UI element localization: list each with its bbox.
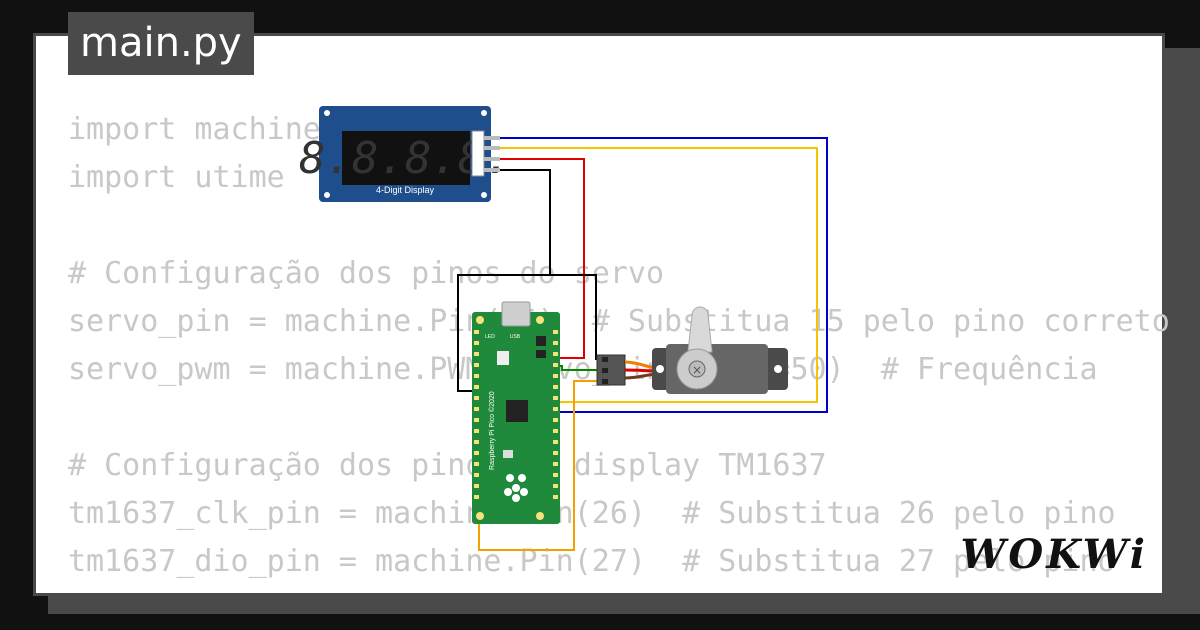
servo-connector [596,354,626,386]
servo-horn-screw [688,360,706,378]
pico-mount-hole [536,512,544,520]
pico-mount-hole [536,316,544,324]
wokwi-logo: WOKWi [960,531,1148,578]
pico-bootsel-button [497,351,509,365]
display-pin [484,168,500,172]
servo-connector-pin [602,368,608,373]
raspberry-logo-icon [504,474,528,502]
pico-pins-left [474,330,479,499]
display-pin [484,146,500,150]
pico-usb-label: USB [510,334,521,340]
file-tab[interactable]: main.py [68,12,254,75]
code-line: tm1637_clk_pin = machine.Pin(26) # Subst… [68,496,1116,531]
display-mount-hole [481,110,487,116]
servo-connector-pin [602,379,608,384]
raspberry-pi-pico[interactable]: USB LED Raspberry Pi Pico ©2020 [472,301,560,524]
pico-mount-hole [476,512,484,520]
pico-led-label: LED [485,334,495,340]
code-line: import utime [68,160,285,195]
wire-blue[interactable] [500,137,828,413]
display-pin [484,157,500,161]
servo-mount-hole [656,365,664,373]
display-label: 4-Digit Display [376,185,435,195]
pico-mount-hole [476,316,484,324]
pico-label: Raspberry Pi Pico ©2020 [488,391,496,470]
code-view: import machine import utime # Configuraç… [68,106,1170,586]
wire-red[interactable] [500,158,585,359]
display-mount-hole [324,110,330,116]
display-pin [484,136,500,140]
servo-horn [687,306,713,353]
servo-mount-hole [774,365,782,373]
pico-flash-chip [536,336,546,346]
wire-green[interactable] [553,365,602,371]
wires [457,137,828,551]
code-card: import machine import utime # Configuraç… [33,33,1170,596]
servo-connector-pin [602,357,608,362]
display-header [471,130,485,177]
servo-motor[interactable]: × [596,306,788,394]
servo-screw-icon: × [692,363,702,377]
display-mount-hole [481,192,487,198]
code-line: # Configuração dos pinos do servo [68,256,665,291]
pico-usb-port [501,301,531,327]
wire-black-display[interactable] [457,169,551,392]
pico-chip [506,400,528,422]
display-screen [342,131,470,185]
display-mount-hole [324,192,330,198]
pico-regulator [536,350,546,358]
pico-component [503,450,513,458]
pico-pins-right [553,330,558,499]
wire-orange[interactable] [478,380,602,551]
code-line: import machine [68,112,321,147]
tm1637-display[interactable]: 8.8.8.8. 4-Digit Display [299,106,511,202]
wire-yellow[interactable] [500,147,818,403]
